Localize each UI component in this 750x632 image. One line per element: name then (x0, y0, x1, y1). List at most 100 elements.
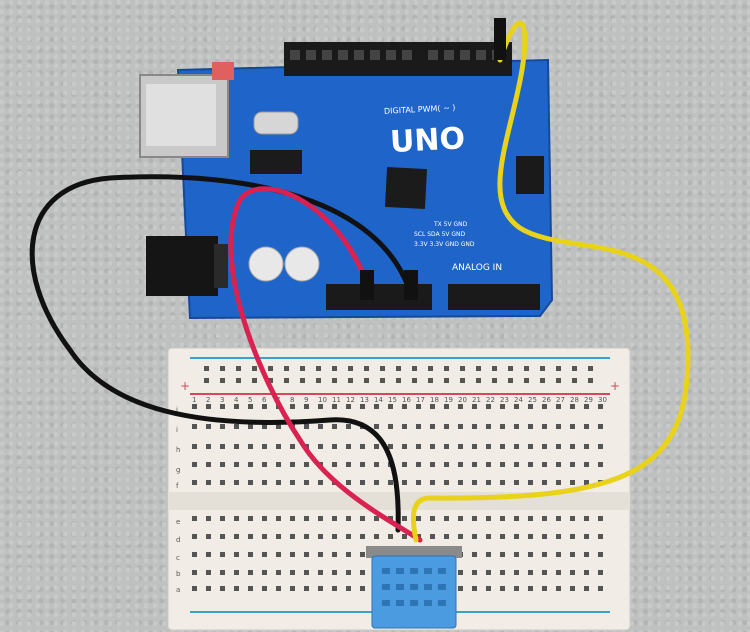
terminal-hole (262, 570, 267, 575)
terminal-hole (276, 586, 281, 591)
terminal-hole (290, 586, 295, 591)
terminal-hole (388, 424, 393, 429)
terminal-hole (318, 424, 323, 429)
capacitor (284, 246, 320, 282)
terminal-hole (486, 480, 491, 485)
terminal-hole (346, 424, 351, 429)
terminal-hole (584, 586, 589, 591)
terminal-hole (374, 480, 379, 485)
column-number: 2 (206, 396, 210, 404)
terminal-hole (220, 552, 225, 557)
terminal-hole (332, 462, 337, 467)
terminal-hole (598, 586, 603, 591)
board-model-label: UNO (389, 121, 466, 160)
terminal-hole (430, 480, 435, 485)
rail-hole (252, 366, 257, 371)
terminal-hole (220, 516, 225, 521)
column-number: 8 (290, 396, 294, 404)
terminal-hole (528, 570, 533, 575)
terminal-hole (318, 444, 323, 449)
terminal-hole (458, 462, 463, 467)
terminal-hole (458, 424, 463, 429)
terminal-hole (220, 462, 225, 467)
terminal-hole (486, 552, 491, 557)
row-letter: f (176, 482, 179, 490)
terminal-hole (500, 480, 505, 485)
analog-label: ANALOG IN (452, 263, 502, 273)
terminal-hole (318, 534, 323, 539)
rail-hole (524, 366, 529, 371)
terminal-hole (192, 516, 197, 521)
terminal-hole (430, 462, 435, 467)
terminal-hole (472, 444, 477, 449)
column-number: 28 (570, 396, 579, 404)
terminal-hole (248, 424, 253, 429)
terminal-hole (584, 570, 589, 575)
terminal-hole (248, 570, 253, 575)
terminal-hole (234, 404, 239, 409)
terminal-hole (248, 516, 253, 521)
rail-hole (556, 378, 561, 383)
terminal-hole (262, 516, 267, 521)
row-letter: g (176, 466, 180, 474)
rail-hole (300, 378, 305, 383)
terminal-hole (500, 534, 505, 539)
terminal-hole (388, 516, 393, 521)
terminal-hole (332, 534, 337, 539)
terminal-hole (528, 480, 533, 485)
terminal-hole (360, 516, 365, 521)
icsp-header (516, 156, 544, 194)
terminal-hole (598, 516, 603, 521)
rail-hole (300, 366, 305, 371)
terminal-hole (346, 534, 351, 539)
terminal-hole (360, 462, 365, 467)
terminal-hole (304, 424, 309, 429)
terminal-hole (346, 516, 351, 521)
row-letter: j (175, 406, 178, 414)
power-label-bot: 3.3V 3.3V GND GND (414, 241, 475, 248)
terminal-hole (472, 570, 477, 575)
terminal-hole (500, 552, 505, 557)
terminal-hole (556, 570, 561, 575)
terminal-hole (206, 480, 211, 485)
rail-hole (284, 378, 289, 383)
terminal-hole (458, 404, 463, 409)
terminal-hole (318, 586, 323, 591)
rail-hole (428, 378, 433, 383)
terminal-hole (332, 424, 337, 429)
terminal-hole (570, 516, 575, 521)
yellow-wire (410, 20, 691, 543)
column-number: 26 (542, 396, 551, 404)
terminal-hole (416, 424, 421, 429)
column-number: 19 (444, 396, 453, 404)
rail-hole (572, 378, 577, 383)
terminal-hole (360, 444, 365, 449)
terminal-hole (430, 404, 435, 409)
terminal-hole (556, 552, 561, 557)
terminal-hole (430, 534, 435, 539)
terminal-hole (346, 480, 351, 485)
column-number: 24 (514, 396, 523, 404)
terminal-hole (486, 586, 491, 591)
terminal-hole (584, 462, 589, 467)
arduino-board: UNO DIGITAL PWM( ~ ) ANALOG IN TX 5V GND… (139, 42, 554, 320)
terminal-hole (486, 570, 491, 575)
terminal-hole (332, 586, 337, 591)
rail-hole (540, 378, 545, 383)
terminal-hole (416, 462, 421, 467)
terminal-hole (514, 516, 519, 521)
terminal-hole (402, 534, 407, 539)
terminal-hole (332, 516, 337, 521)
microcontroller (384, 166, 428, 210)
rail-hole (476, 378, 481, 383)
terminal-hole (206, 462, 211, 467)
terminal-hole (318, 552, 323, 557)
terminal-hole (556, 516, 561, 521)
terminal-hole (276, 534, 281, 539)
terminal-hole (192, 462, 197, 467)
terminal-hole (304, 516, 309, 521)
terminal-hole (248, 552, 253, 557)
column-number: 21 (472, 396, 481, 404)
terminal-hole (248, 462, 253, 467)
